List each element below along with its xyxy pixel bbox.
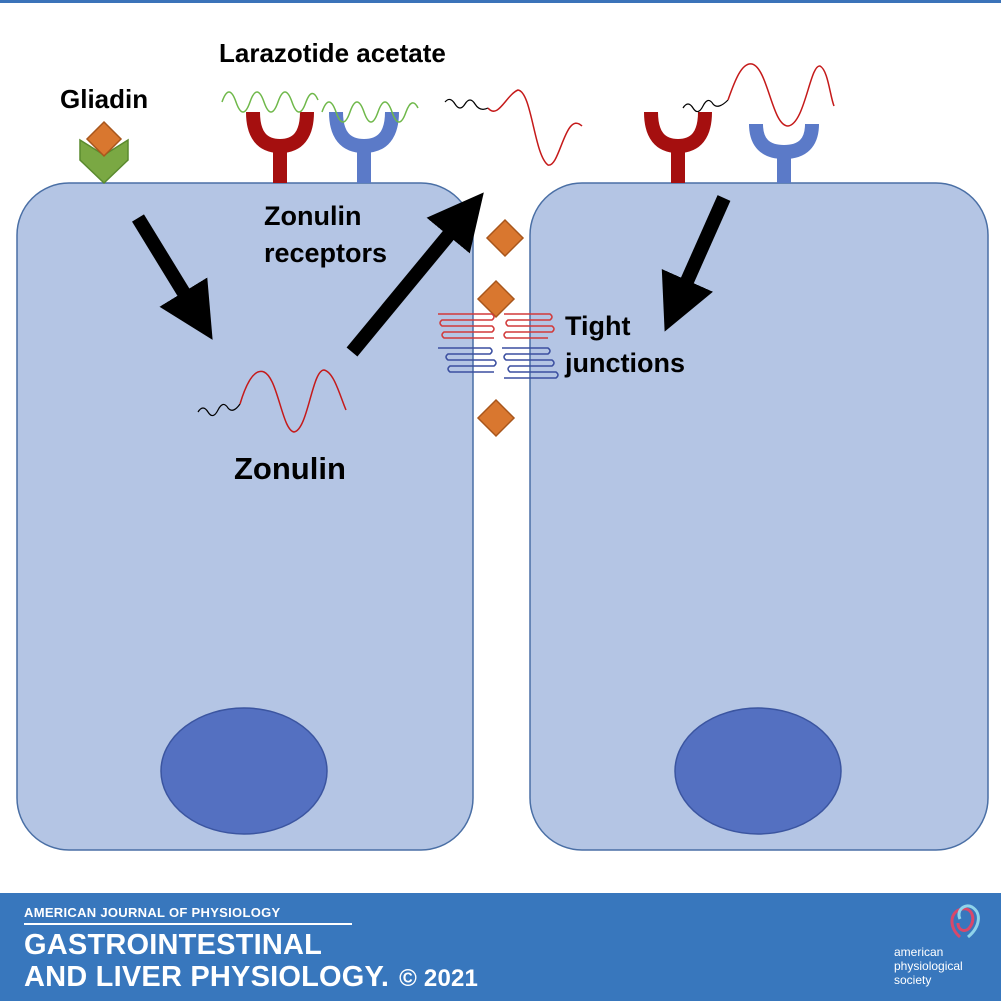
journal-top-text: AMERICAN JOURNAL OF PHYSIOLOGY <box>24 905 281 920</box>
tight-junction-red-icon <box>438 313 555 339</box>
right-cell <box>529 182 989 851</box>
gliadin-icon <box>79 120 129 185</box>
receptor-red-right-icon <box>644 111 712 183</box>
larazotide-wave-1-icon <box>221 91 319 113</box>
zonulin-free-icon <box>444 89 583 166</box>
diagram-canvas <box>16 63 989 851</box>
arrow-zonulin-release <box>346 192 484 357</box>
journal-rule <box>24 923 352 925</box>
journal-title-line-2: AND LIVER PHYSIOLOGY. © 2021 <box>24 961 478 994</box>
tight-junction-blue-icon <box>438 347 559 379</box>
left-nucleus <box>160 707 328 835</box>
top-rule <box>0 0 1001 3</box>
copyright-text: © 2021 <box>399 965 479 992</box>
journal-footer: AMERICAN JOURNAL OF PHYSIOLOGY GASTROINT… <box>0 893 1001 1001</box>
aps-society-name: american physiological society <box>894 945 963 987</box>
zonulin-bound-icon <box>682 63 835 127</box>
journal-title-line-1: GASTROINTESTINAL <box>24 929 323 961</box>
receptor-blue-right-icon <box>749 123 819 183</box>
larazotide-wave-2-icon <box>321 101 419 123</box>
gliadin-diamond-2-icon <box>476 279 516 319</box>
receptor-red-left-icon <box>246 111 314 183</box>
right-nucleus <box>674 707 842 835</box>
zonulin-label: Zonulin <box>234 451 346 486</box>
zonulin-receptors-label: Zonulin receptors <box>264 201 388 268</box>
aps-logo-icon <box>950 904 980 939</box>
receptor-blue-left-icon <box>329 111 399 183</box>
tight-junctions-label: Tight junctions <box>565 311 685 378</box>
larazotide-label: Larazotide acetate <box>219 38 446 68</box>
gliadin-label: Gliadin <box>60 84 149 114</box>
zonulin-intracellular-icon <box>197 369 347 433</box>
gliadin-diamond-1-icon <box>485 218 525 258</box>
arrow-receptor-to-tight-junctions <box>661 195 731 332</box>
gliadin-diamond-3-icon <box>476 398 516 438</box>
arrow-gliadin-to-zonulin <box>132 214 213 340</box>
journal-title-line-2-text: AND LIVER PHYSIOLOGY. <box>24 961 390 993</box>
